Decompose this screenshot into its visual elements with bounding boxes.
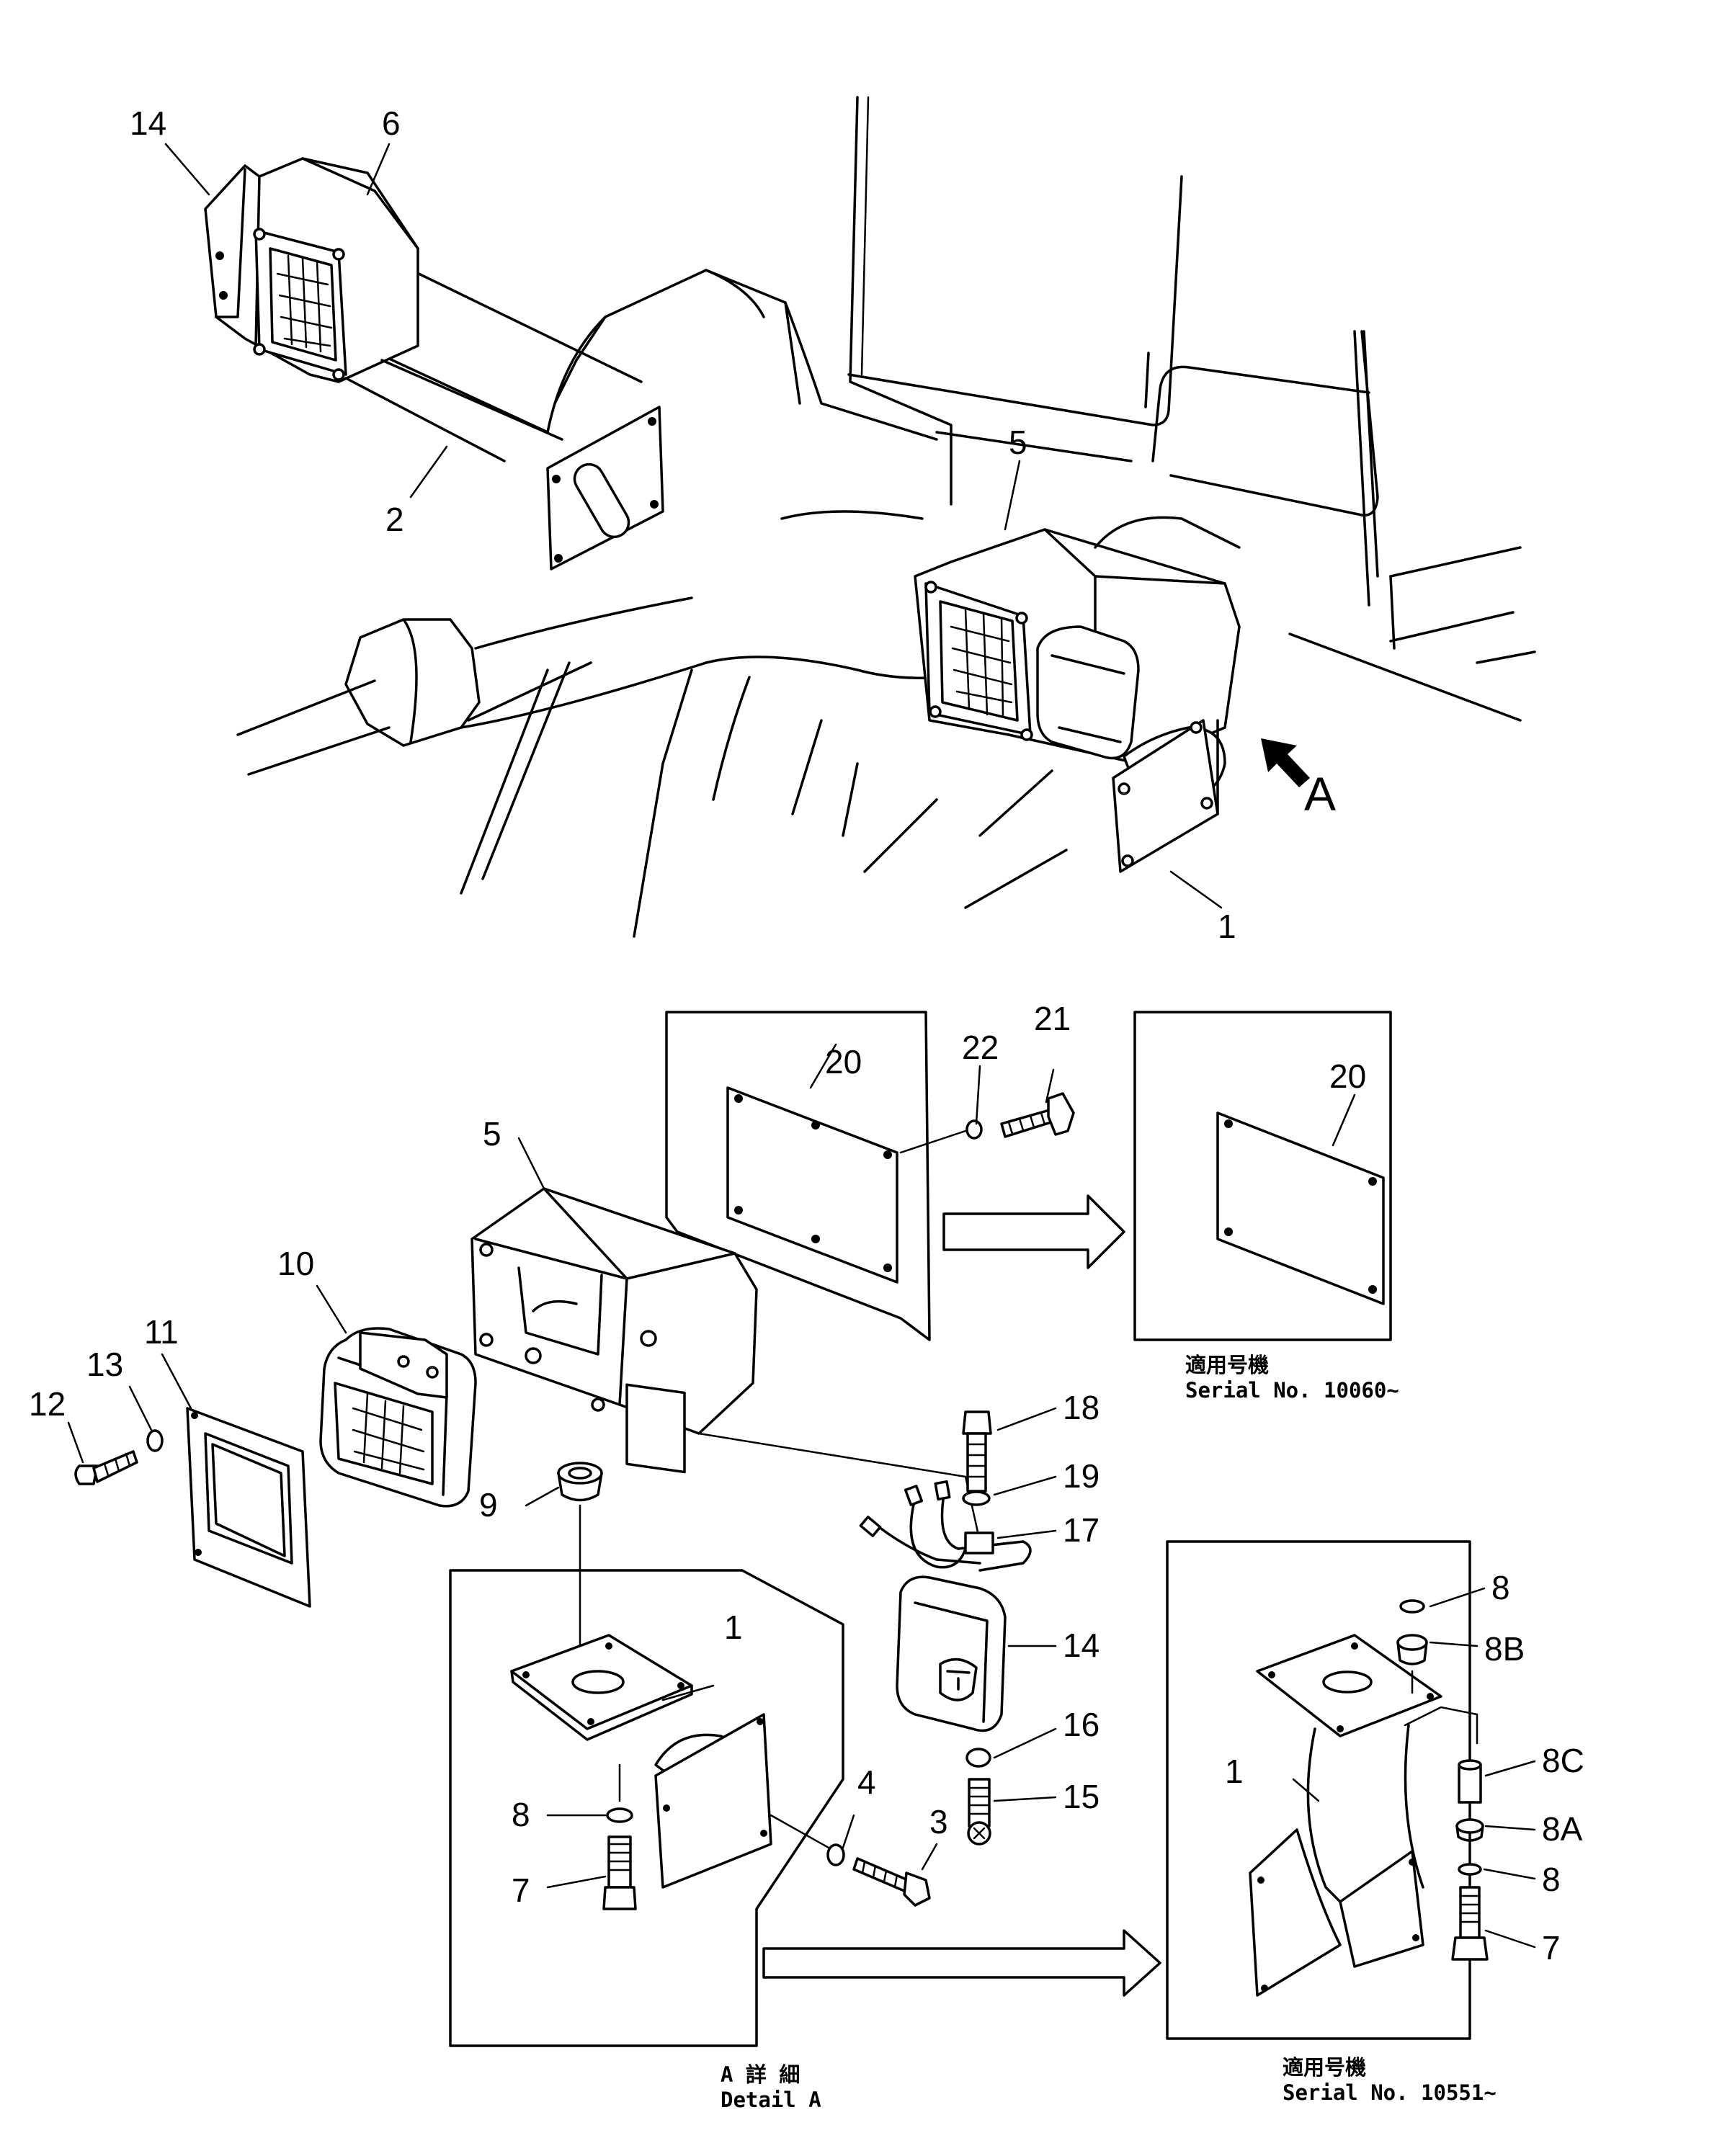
work-light-right (914, 516, 1241, 873)
callout-15: 15 (1063, 1778, 1100, 1815)
serial-note-top: Serial No. 10060~ (1185, 1378, 1399, 1403)
serial-note-bottom: Serial No. 10551~ (1283, 2080, 1497, 2105)
wire-harness (859, 1480, 1057, 1572)
detail-right-box (1166, 1540, 1536, 2040)
rear-lamp (896, 1575, 1057, 1732)
arrow-serial-10551 (762, 1929, 1161, 1997)
callout-21: 21 (1034, 1000, 1071, 1037)
callout-8-lower: 8 (1542, 1861, 1561, 1898)
callout-20-right: 20 (1329, 1057, 1366, 1095)
callout-2: 2 (385, 501, 404, 538)
callout-1-top: 1 (1218, 908, 1236, 945)
callout-14-top: 14 (130, 104, 166, 142)
callout-11: 11 (144, 1313, 179, 1351)
lamp-unit (316, 1284, 477, 1508)
callout-3: 3 (929, 1803, 948, 1840)
callout-8-upper: 8 (1491, 1569, 1510, 1606)
detail-a-box (449, 1569, 938, 2047)
bolt-18-assembly (962, 1407, 1057, 1506)
callout-8b: 8B (1484, 1630, 1525, 1668)
callout-5-top: 5 (1009, 424, 1027, 461)
serial-note-top-jp: 適用号機 (1185, 1353, 1269, 1377)
screw-15-assembly (965, 1727, 1057, 1846)
callout-16: 16 (1063, 1706, 1100, 1743)
grommet-9 (525, 1462, 603, 1673)
top-assembly-view: 14 6 2 5 1 A (130, 96, 1536, 945)
light-housing (470, 1137, 981, 1543)
detail-a-title-jp: A 詳 細 (721, 2062, 800, 2087)
cab-frame (847, 96, 1536, 722)
callout-4: 4 (857, 1763, 876, 1801)
callout-18: 18 (1063, 1389, 1100, 1426)
callout-5: 5 (483, 1115, 501, 1153)
callout-8a: 8A (1542, 1810, 1583, 1848)
callout-9: 9 (479, 1486, 498, 1524)
cover-new-box (1133, 1011, 1392, 1341)
cover-old-box (665, 1011, 1075, 1341)
callout-14: 14 (1063, 1627, 1100, 1664)
callout-6: 6 (382, 104, 401, 142)
serial-note-bottom-jp: 適用号機 (1283, 2055, 1366, 2080)
washer-13 (128, 1385, 164, 1452)
hydraulic-cylinder (236, 596, 708, 776)
arrow-a-label: A (1304, 767, 1336, 820)
callout-12: 12 (29, 1385, 66, 1423)
view-arrow-a (1261, 738, 1310, 787)
callout-7-right: 7 (1542, 1929, 1561, 1967)
callout-17: 17 (1063, 1511, 1100, 1549)
arrow-serial-10060 (942, 1194, 1125, 1269)
callout-20-left: 20 (825, 1043, 862, 1081)
callout-22: 22 (962, 1029, 999, 1066)
callout-10: 10 (277, 1245, 314, 1282)
callout-1-detail: 1 (724, 1609, 743, 1646)
lamp-bezel (161, 1353, 311, 1608)
callout-1-right: 1 (1225, 1753, 1244, 1790)
work-light-left (204, 157, 563, 462)
callout-8c: 8C (1542, 1742, 1584, 1779)
cover-plate (546, 406, 664, 571)
callout-7-detail: 7 (512, 1871, 530, 1909)
top-leader-lines (164, 143, 1223, 909)
detail-a-title: Detail A (721, 2088, 821, 2112)
exploded-view: 20 22 21 20 5 10 11 13 12 9 18 19 17 14 … (29, 1000, 1584, 2112)
callout-13: 13 (86, 1346, 123, 1383)
callout-19: 19 (1063, 1457, 1100, 1495)
screw-12 (67, 1421, 138, 1485)
callout-8-detail: 8 (512, 1796, 530, 1833)
